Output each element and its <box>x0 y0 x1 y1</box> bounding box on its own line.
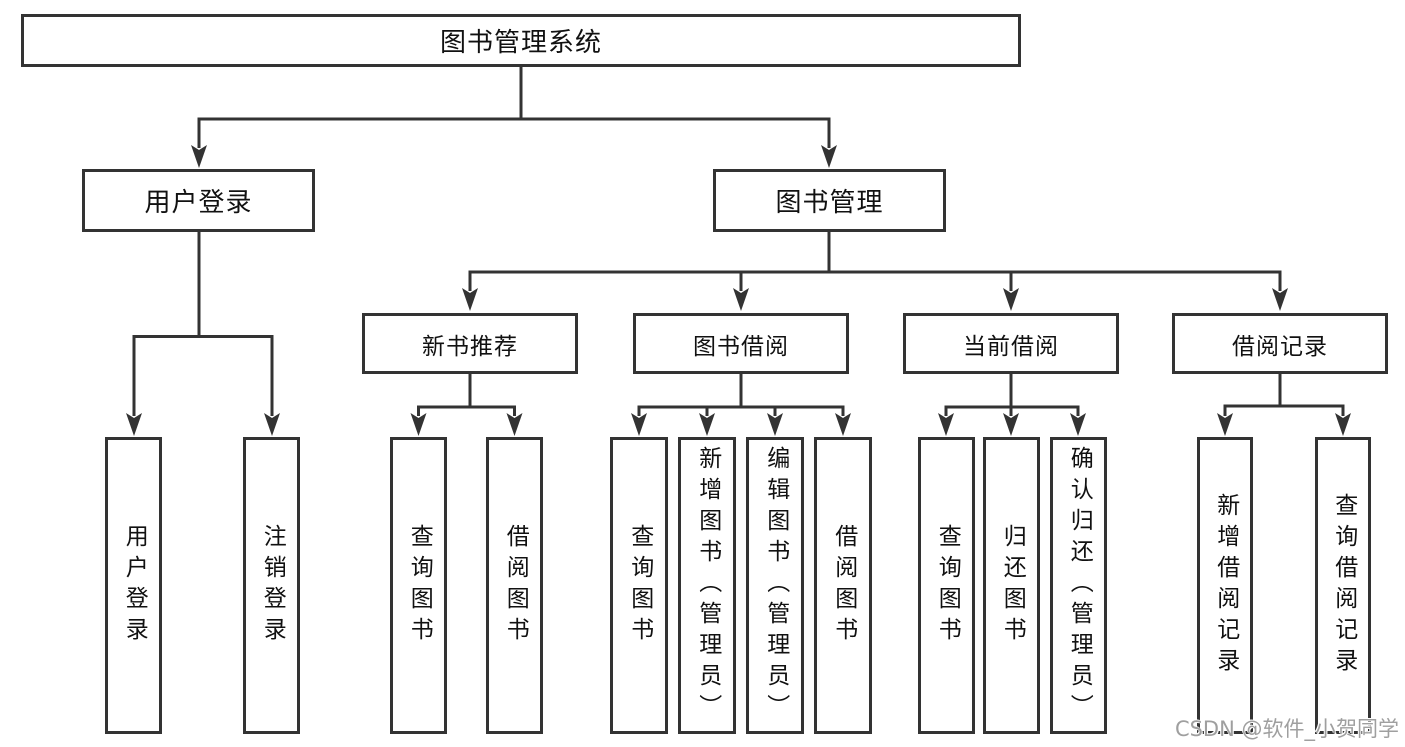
node-label: 图书借阅 <box>693 333 789 360</box>
node-label: 借阅记录 <box>1232 333 1328 360</box>
node-label: 归还图书 <box>999 523 1026 648</box>
node-user-login-group: 用户登录 <box>82 169 315 232</box>
arrowheads <box>126 145 1351 436</box>
node-label: 借阅图书 <box>502 523 529 648</box>
node-label: 新增借阅记录 <box>1212 492 1239 679</box>
node-label: 确认归还（管理员） <box>1066 446 1093 725</box>
node-edit-books-admin: 编辑图书（管理员） <box>746 437 804 734</box>
node-label: 查询图书 <box>934 523 961 648</box>
node-query-books-current: 查询图书 <box>918 437 975 734</box>
node-query-books-recommend: 查询图书 <box>390 437 447 734</box>
node-label: 新增图书（管理员） <box>694 446 721 725</box>
node-label: 注销登录 <box>259 523 286 648</box>
node-query-borrow-record: 查询借阅记录 <box>1315 437 1371 734</box>
node-current-borrowing: 当前借阅 <box>903 313 1119 374</box>
node-add-books-admin: 新增图书（管理员） <box>678 437 736 734</box>
node-book-management: 图书管理 <box>713 169 946 232</box>
node-return-books: 归还图书 <box>983 437 1040 734</box>
node-label: 新书推荐 <box>422 333 518 360</box>
node-query-books-borrowing: 查询图书 <box>610 437 668 734</box>
node-label: 查询借阅记录 <box>1330 492 1357 679</box>
node-book-borrowing: 图书借阅 <box>633 313 849 374</box>
node-new-book-recommendation: 新书推荐 <box>362 313 578 374</box>
node-label: 编辑图书（管理员） <box>762 446 789 725</box>
node-user-login: 用户登录 <box>105 437 162 734</box>
node-borrowing-records: 借阅记录 <box>1172 313 1388 374</box>
node-label: 借阅图书 <box>830 523 857 648</box>
watermark-text: CSDN @软件_小贺同学 <box>1174 717 1399 741</box>
node-label: 查询图书 <box>406 523 433 648</box>
node-label: 用户登录 <box>121 523 148 648</box>
node-label: 图书管理 <box>775 188 884 218</box>
node-logout-login: 注销登录 <box>243 437 300 734</box>
node-confirm-return-admin: 确认归还（管理员） <box>1050 437 1107 734</box>
node-borrow-books-borrowing: 借阅图书 <box>814 437 872 734</box>
node-label: 查询图书 <box>626 523 653 648</box>
node-label: 当前借阅 <box>963 333 1059 360</box>
node-library-management-system: 图书管理系统 <box>21 14 1021 67</box>
node-label: 图书管理系统 <box>439 28 602 58</box>
node-label: 用户登录 <box>144 188 253 218</box>
node-add-borrow-record: 新增借阅记录 <box>1197 437 1253 734</box>
node-borrow-books-recommend: 借阅图书 <box>486 437 543 734</box>
